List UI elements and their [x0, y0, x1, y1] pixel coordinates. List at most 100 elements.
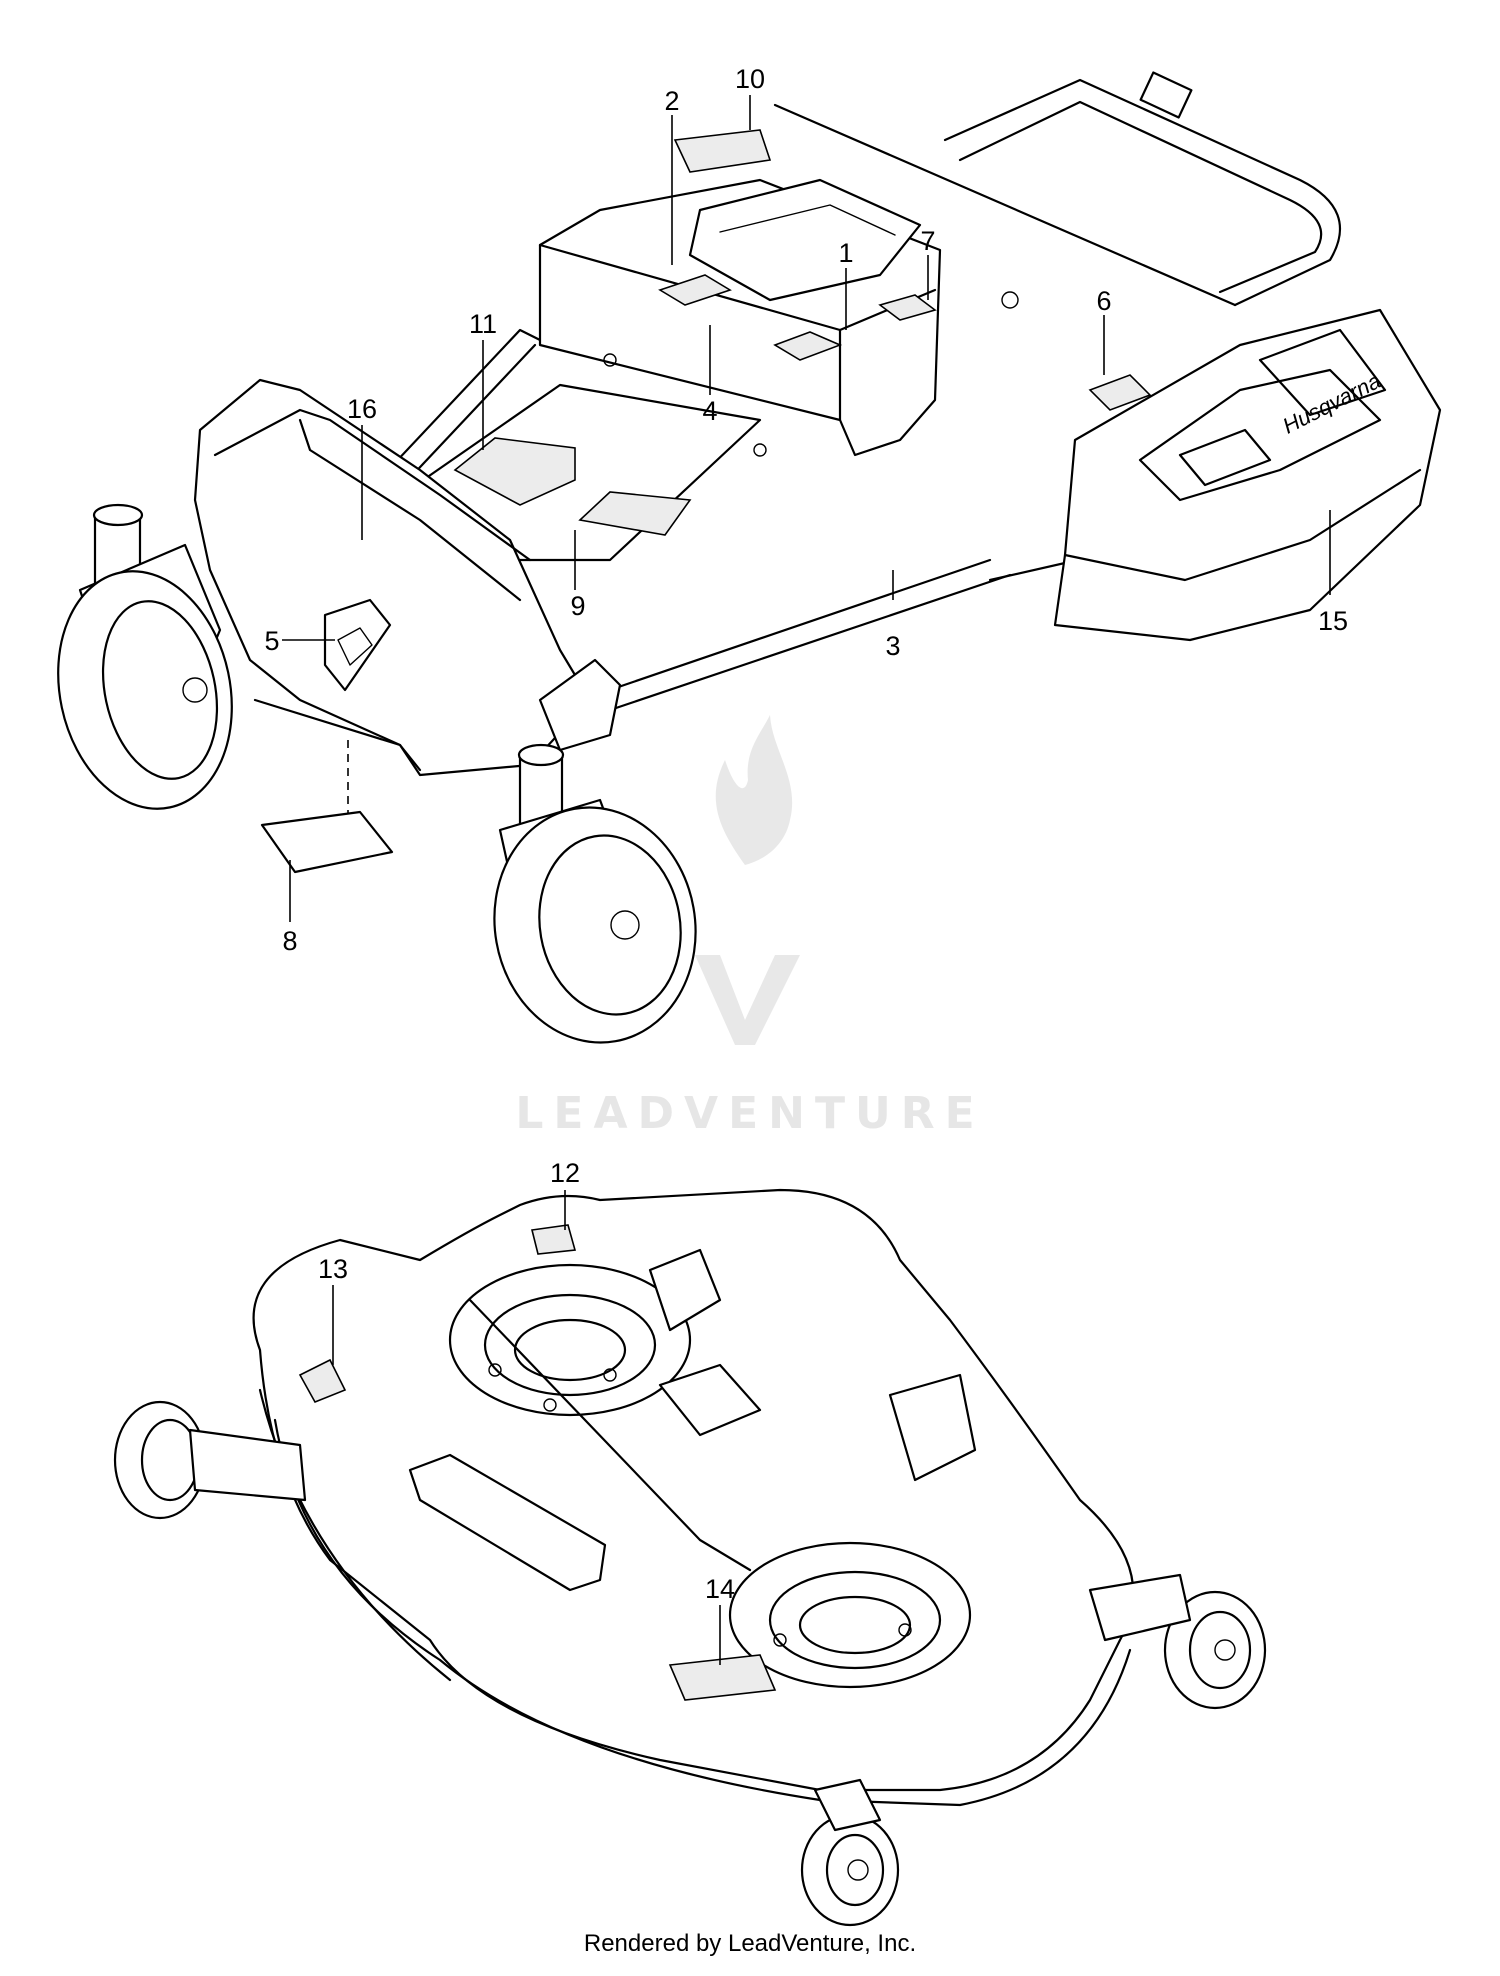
right-caster-rim [538, 834, 682, 1016]
decal-13-plate [298, 1358, 347, 1404]
right-spindle-bolt [773, 1633, 787, 1647]
right-caster-wheel [493, 806, 697, 1044]
deck-bracket-right [888, 1373, 977, 1482]
decal-10-plate [673, 129, 772, 173]
decal-1-plate [773, 331, 843, 361]
mower-deck-assembly [113, 1188, 1267, 1927]
frame-rail-left [358, 328, 542, 502]
callout-8: 8 [282, 926, 297, 956]
handle-bar-outer [943, 78, 1342, 307]
callout-4: 4 [702, 396, 717, 426]
right-spindle-housing [728, 1541, 972, 1689]
deck-wheel-right-rear [1088, 1573, 1267, 1710]
front-bumper-ridge [298, 418, 522, 602]
right-spindle-plate [798, 1595, 912, 1655]
husqvarna-badge [323, 598, 392, 692]
callout-12: 12 [550, 1158, 580, 1188]
decal-4-plate [658, 274, 732, 306]
left-caster-rim [101, 600, 219, 780]
flame-logo-icon [715, 715, 793, 865]
deck-wheel-front-bottom [800, 1778, 900, 1927]
decal-11-plate [453, 437, 576, 506]
right-caster-assembly [493, 743, 697, 1044]
callout-6: 6 [1096, 286, 1111, 316]
seat-box-bolt [603, 353, 617, 367]
left-caster-hub [182, 677, 208, 703]
deck-wheel-left-front [113, 1400, 307, 1520]
render-credit: Rendered by LeadVenture, Inc. [583, 1930, 917, 1957]
left-caster-wheel [57, 570, 233, 810]
right-spindle-bolt-2 [898, 1623, 912, 1637]
husqvarna-crown-icon [337, 627, 373, 666]
right-spindle-ring [768, 1570, 942, 1670]
seat-box-bolt-2 [753, 443, 767, 457]
deck-skirt [273, 1418, 1132, 1807]
callout-16: 16 [347, 394, 377, 424]
left-spindle-housing [448, 1263, 692, 1417]
left-spindle-bolt [488, 1363, 502, 1377]
frame-rail-bottom-front-2 [608, 573, 1012, 712]
deck-bracket-center [658, 1363, 762, 1437]
rear-shroud-vent [1178, 428, 1272, 487]
callout-11: 11 [469, 309, 497, 339]
left-spindle-bolt-3 [603, 1368, 617, 1382]
mower-frame-assembly: Husqvarna [57, 71, 1442, 1044]
seat-pan [688, 178, 922, 302]
callout-14: 14 [705, 1574, 735, 1604]
callout-5: 5 [264, 626, 279, 656]
deck-skirt-left [258, 1388, 452, 1682]
callout-15: 15 [1318, 606, 1348, 636]
front-bumper-bottom [253, 698, 422, 772]
callout-labels: 1 2 3 4 5 6 7 8 9 10 11 12 13 14 15 16 [264, 64, 1348, 1604]
left-spindle-bolt-2 [543, 1398, 557, 1412]
callout-13: 13 [318, 1254, 348, 1284]
frame-rail-top [773, 103, 1237, 307]
deck-wheel-fb-hub [847, 1859, 869, 1881]
front-bumper [193, 378, 592, 777]
callout-9: 9 [570, 591, 585, 621]
watermark-text: LEADVENTURE [515, 1088, 984, 1139]
right-caster-cap [517, 743, 565, 767]
decal-8-plate [260, 810, 394, 874]
deck-wheel-rr-bracket [1088, 1573, 1192, 1642]
rear-shroud-top [1138, 368, 1382, 502]
deck-wheel-lf-bracket [188, 1428, 307, 1502]
left-caster-cap [92, 503, 144, 527]
handle-bar-inner [958, 100, 1323, 294]
frame-hole [1001, 291, 1019, 309]
leadventure-watermark: LEADVENTURE [515, 715, 984, 1139]
callout-7: 7 [920, 226, 935, 256]
callout-1: 1 [838, 238, 853, 268]
decal-14-plate [668, 1654, 777, 1701]
callout-leaders [282, 95, 1331, 1665]
callout-10: 10 [735, 64, 765, 94]
v-logo-icon [695, 955, 800, 1045]
deck-bracket-top [648, 1248, 722, 1332]
frame-nose [538, 658, 622, 752]
front-bumper-top [213, 408, 532, 562]
callout-2: 2 [664, 86, 679, 116]
decal-6-plate [1088, 374, 1152, 411]
right-caster-hub [610, 910, 640, 940]
left-spindle-plate [513, 1318, 627, 1382]
deck-wheel-fb-rim [825, 1833, 885, 1907]
deck-lift-arm [408, 1453, 607, 1592]
decal-7-plate [878, 294, 937, 321]
deck-center-ridge [468, 1298, 752, 1572]
seat-pan-rib [719, 204, 896, 236]
deck-wheel-rr-rim [1188, 1610, 1252, 1690]
left-caster-assembly [57, 503, 233, 810]
handle-grip [1139, 71, 1193, 119]
callout-3: 3 [885, 631, 900, 661]
decal-12-plate [531, 1224, 577, 1255]
frame-rail-bottom-front [593, 558, 992, 697]
left-spindle-ring [483, 1293, 657, 1397]
deck-wheel-rr-hub [1214, 1639, 1236, 1661]
decal-9-plate [578, 491, 692, 536]
fuel-cap-recess [1258, 328, 1387, 417]
rear-shroud-lip [1063, 468, 1422, 582]
rear-shroud [1053, 308, 1442, 642]
deck-wheel-fb-bracket [813, 1778, 882, 1832]
